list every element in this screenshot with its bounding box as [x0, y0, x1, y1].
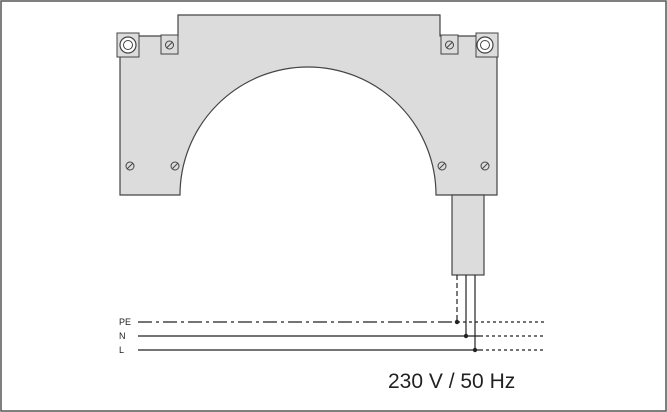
screw-slot — [438, 162, 446, 170]
pe-label: PE — [119, 317, 131, 327]
mount-hole-left-inner — [123, 40, 133, 50]
mount-hole-left-icon — [119, 36, 137, 54]
l-label: L — [119, 345, 124, 355]
screw-slot — [171, 162, 179, 170]
mount-hole-right-inner — [480, 40, 490, 50]
n-label: N — [119, 331, 126, 341]
screw-slot — [446, 41, 453, 49]
screw-slot — [481, 162, 489, 170]
l-junction — [472, 347, 478, 353]
n-junction — [463, 333, 469, 339]
screw-icon — [480, 161, 490, 171]
screw-icon — [445, 40, 454, 50]
supply-voltage-label: 230 V / 50 Hz — [388, 370, 516, 393]
screw-icon — [165, 40, 174, 50]
screw-slot — [166, 41, 173, 49]
screw-icon — [437, 161, 447, 171]
screw-icon — [170, 161, 180, 171]
lower-screws — [125, 161, 490, 171]
screw-icon — [125, 161, 135, 171]
screw-slot — [126, 162, 134, 170]
pe-junction — [454, 319, 460, 325]
cable-sleeve — [451, 194, 485, 276]
mount-hole-right-icon — [476, 36, 494, 54]
device-housing — [119, 14, 498, 196]
